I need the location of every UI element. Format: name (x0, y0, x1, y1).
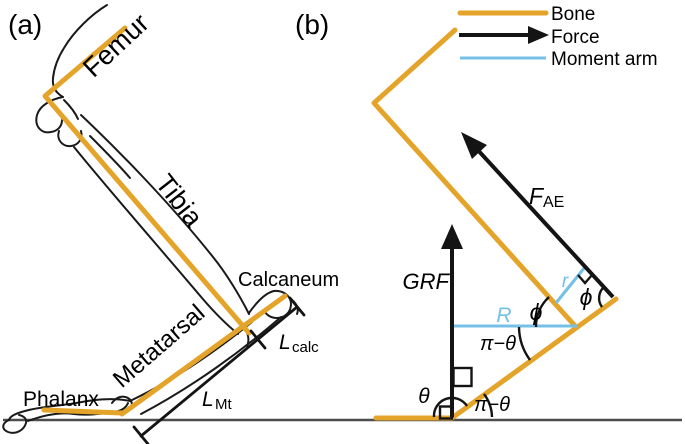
femur-tibia-schematic-line (371, 27, 579, 330)
pi-minus-theta-arc-upper (517, 326, 531, 361)
legend: Bone Force Moment arm (457, 4, 658, 70)
theta-label: θ (418, 385, 430, 408)
metatarsal-schematic-line (449, 296, 619, 421)
panel-b-angle-marks (432, 274, 605, 420)
legend-bone-label: Bone (551, 4, 595, 25)
metatarsal-bone-line (119, 293, 288, 417)
panel-a-tag: (a) (8, 9, 42, 40)
panel-b-tag: (b) (295, 9, 329, 40)
tibia-label: Tibia (150, 169, 210, 234)
measurement-line (139, 305, 299, 438)
legend-moment-arm-label: Moment arm (551, 49, 658, 70)
fae-arrowhead (461, 132, 487, 159)
measurement-tick-bottom (132, 425, 150, 444)
shin-lower-outline (73, 146, 239, 335)
phi-arc-ankle (534, 296, 550, 328)
phalanx-label: Phalanx (23, 388, 99, 411)
pi-minus-theta-label-lower: π−θ (474, 394, 510, 416)
panel-a-labels: (a) Femur Tibia Calcaneum Metatarsal Pha… (8, 8, 339, 413)
l-mt-label: L (202, 388, 214, 411)
fae-label: F (529, 183, 545, 209)
femur-tibia-bone-line (42, 25, 252, 336)
toe-top-outline (8, 398, 131, 421)
theta-arc (432, 396, 469, 418)
grf-label: GRF (403, 269, 451, 294)
toe-claw-outline (2, 414, 28, 434)
right-angle-marker-tendon (577, 274, 593, 285)
panel-a-measurement (132, 296, 306, 444)
l-calc-subscript: calc (292, 339, 319, 356)
foot-underside-outline (140, 316, 282, 415)
pi-minus-theta-label-upper: π−θ (480, 333, 516, 355)
fae-arrow-shaft (473, 145, 615, 299)
calcaneum-label: Calcaneum (238, 269, 339, 291)
knee-inner-line (63, 99, 79, 120)
legend-force-label: Force (551, 27, 600, 48)
panel-b-bones (371, 27, 619, 421)
measurement-tick-mid (249, 329, 267, 350)
panel-b-forces (441, 132, 615, 417)
fae-subscript: AE (543, 194, 564, 211)
l-mt-subscript: Mt (215, 396, 232, 413)
phi-label-ankle: ϕ (530, 299, 543, 325)
moment-arm-r-line (554, 266, 587, 304)
knee-condyle-outline (35, 96, 64, 134)
phalanx-bone-line (41, 407, 125, 416)
measurement-tick-top (288, 296, 306, 317)
legend-force-arrowhead (528, 26, 549, 44)
panel-b-labels: (b) GRF F AE R r ϕ ϕ π−θ π−θ θ (295, 9, 593, 416)
phi-arc-tendon (597, 286, 605, 308)
right-angle-marker-grf (452, 366, 473, 388)
phi-label-tendon: ϕ (580, 284, 593, 310)
fibula-line (89, 135, 131, 179)
metatarsal-label: Metatarsal (108, 299, 210, 393)
grf-arrowhead (441, 224, 463, 249)
moment-arm-r-label: r (562, 271, 569, 292)
panel-a-bones (41, 25, 288, 417)
heel-knob-outline (248, 289, 292, 319)
moment-arm-R-label: R (496, 304, 511, 327)
l-calc-label: L (279, 331, 291, 354)
panel-b-moment-arms (452, 266, 587, 328)
pi-minus-theta-arc-lower (483, 393, 494, 418)
shin-upper-outline (80, 114, 250, 315)
right-angle-marker-ground (438, 405, 454, 420)
